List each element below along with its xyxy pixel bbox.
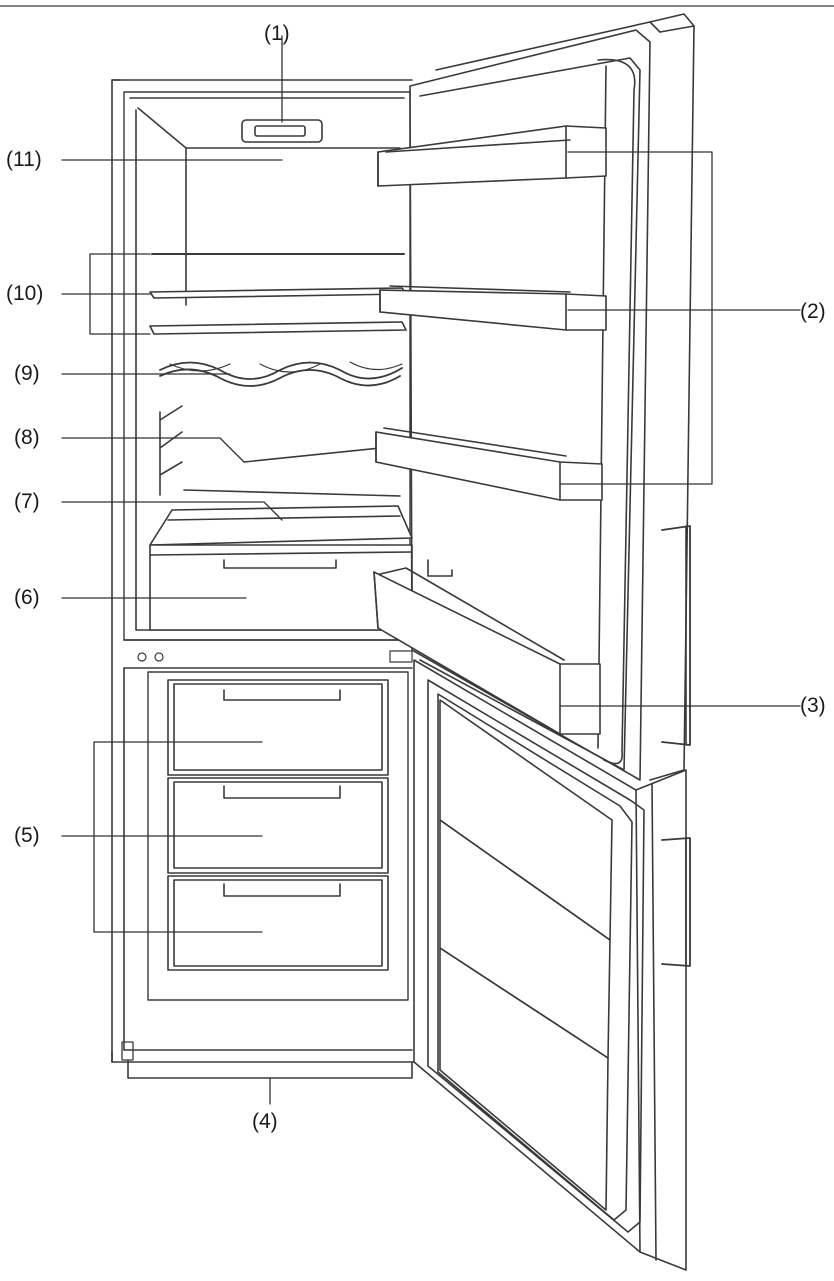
leader-2-bracket — [559, 151, 713, 485]
bottle-shelf — [373, 559, 601, 735]
freezer-drawers — [167, 679, 389, 971]
freezer-door — [413, 659, 691, 1271]
callout-6: (6) — [14, 586, 40, 609]
callout-4: (4) — [252, 1110, 278, 1133]
callout-11: (11) — [6, 148, 42, 171]
interior-light — [241, 119, 323, 143]
callout-1: (1) — [264, 22, 290, 45]
callout-8: (8) — [14, 426, 40, 449]
callout-10: (10) — [6, 282, 44, 305]
callout-2: (2) — [800, 300, 826, 323]
leader-lines — [61, 35, 801, 1105]
callout-3: (3) — [800, 694, 826, 717]
callout-7: (7) — [14, 490, 40, 513]
door-shelves — [375, 125, 607, 501]
leader-7 — [61, 501, 283, 521]
side-rails — [159, 405, 183, 496]
glass-shelves — [149, 253, 407, 335]
leader-5-bracket — [93, 741, 263, 933]
cabinet-body — [111, 79, 415, 1079]
wine-rack — [159, 361, 403, 387]
crisper — [149, 505, 413, 631]
callout-9: (9) — [14, 362, 40, 385]
glass-shelf-cover — [183, 445, 401, 497]
fridge-door — [409, 13, 695, 781]
callout-5: (5) — [14, 824, 40, 847]
leader-8 — [61, 437, 245, 463]
